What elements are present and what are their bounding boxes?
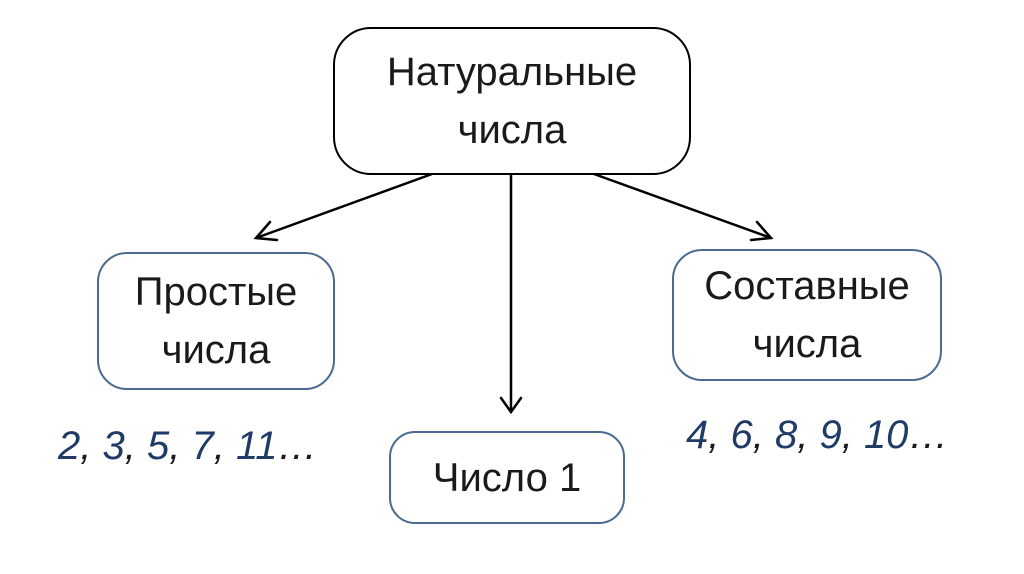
arrow-to-prime <box>254 172 434 240</box>
natural-numbers-line2: числа <box>457 108 567 152</box>
example-number: 2 <box>58 424 81 468</box>
comma-separator: , <box>708 413 731 457</box>
comma-separator: , <box>797 413 820 457</box>
example-number: 6 <box>730 413 753 457</box>
prime-numbers-node: Простые числа <box>97 252 335 390</box>
arrow-to-prime-head <box>253 220 279 242</box>
comma-separator: , <box>841 413 864 457</box>
example-number: 9 <box>819 413 842 457</box>
composite-numbers-node: Составные числа <box>672 249 942 381</box>
example-number: 7 <box>191 424 214 468</box>
example-number: 10 <box>863 413 909 457</box>
arrow-to-one-head <box>499 396 523 415</box>
example-number: 4 <box>686 413 709 457</box>
example-number: 3 <box>102 424 125 468</box>
number-one-node: Число 1 <box>389 431 625 524</box>
ellipsis: … <box>908 413 949 457</box>
natural-numbers-line1: Натуральные <box>386 50 638 94</box>
comma-separator: , <box>124 424 147 468</box>
arrow-to-composite-head <box>749 220 774 242</box>
number-one-label: Число 1 <box>432 455 582 500</box>
example-number: 11 <box>235 424 278 468</box>
composite-numbers-line1: Составные <box>704 264 910 308</box>
prime-numbers-line1: Простые <box>134 270 298 314</box>
natural-numbers-node: Натуральные числа <box>333 27 691 175</box>
comma-separator: , <box>80 424 103 468</box>
prime-examples: 2, 3, 5, 7, 11… <box>58 424 317 469</box>
comma-separator: , <box>169 424 192 468</box>
composite-examples: 4, 6, 8, 9, 10… <box>686 413 948 458</box>
arrow-to-composite <box>592 172 773 240</box>
example-number: 5 <box>146 424 170 468</box>
ellipsis: … <box>277 424 318 468</box>
comma-separator: , <box>752 413 775 457</box>
composite-numbers-line2: числа <box>752 322 862 366</box>
example-number: 8 <box>774 413 798 457</box>
comma-separator: , <box>213 424 236 468</box>
prime-numbers-line2: числа <box>161 328 271 372</box>
